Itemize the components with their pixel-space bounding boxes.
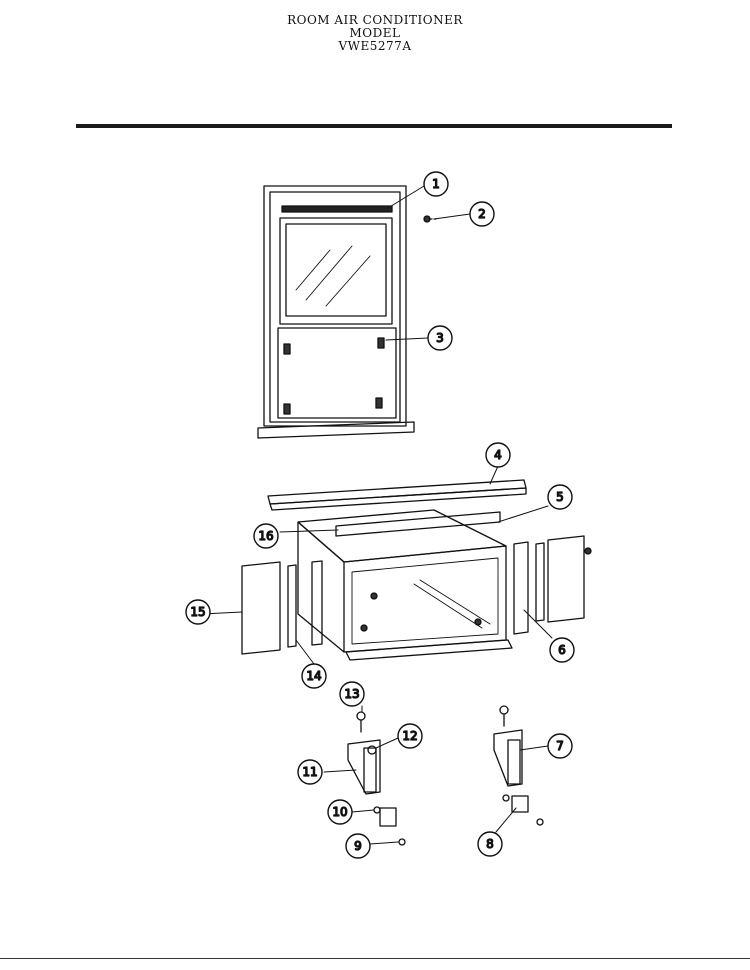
callout-6: 6	[549, 637, 575, 663]
callout-14: 14	[301, 663, 327, 689]
callout-16: 16	[253, 523, 279, 549]
sleeve-inner-opening	[351, 557, 499, 645]
bottom-rail	[345, 639, 513, 661]
top-rail-part-4	[267, 479, 527, 505]
svg-text:7: 7	[556, 739, 564, 753]
cabinet-assembly	[241, 479, 592, 661]
right-curtain-channel-6	[513, 541, 529, 635]
bracket-screw	[536, 818, 544, 826]
leader-lines	[201, 185, 553, 845]
screw-9	[398, 838, 406, 846]
left-curtain-channel	[311, 560, 323, 646]
svg-text:5: 5	[556, 490, 564, 504]
svg-text:14: 14	[306, 669, 321, 683]
svg-text:16: 16	[258, 529, 273, 543]
callout-2: 2	[469, 201, 495, 227]
window-assembly	[257, 185, 439, 439]
title-line-2: MODEL	[349, 26, 401, 40]
bracket-screw	[499, 705, 509, 715]
callout-3: 3	[427, 325, 453, 351]
callout-13: 13	[339, 681, 365, 707]
angle-part-5	[335, 511, 501, 537]
window-sill	[257, 421, 415, 439]
callout-12: 12	[397, 723, 423, 749]
screw-13	[356, 711, 366, 721]
upper-glass	[285, 223, 387, 317]
callout-11: 11	[297, 759, 323, 785]
callout-10: 10	[327, 799, 353, 825]
bracket-slot	[363, 747, 377, 793]
svg-text:15: 15	[190, 605, 205, 619]
sash-bracket	[283, 403, 291, 415]
svg-text:8: 8	[486, 837, 494, 851]
clip-plate-8	[511, 795, 529, 813]
svg-text:10: 10	[332, 805, 347, 819]
left-curtain-frame-14	[287, 564, 297, 648]
sash-bracket	[375, 397, 383, 409]
sleeve-screw	[370, 592, 378, 600]
right-curtain-panel	[547, 535, 585, 623]
svg-text:2: 2	[478, 207, 486, 221]
left-curtain-panel-15	[241, 561, 281, 655]
nut-10	[373, 806, 381, 814]
callout-9: 9	[345, 833, 371, 859]
sash-bracket	[377, 337, 385, 349]
svg-text:9: 9	[354, 839, 362, 853]
glass-reflection	[305, 245, 353, 301]
sleeve-left-side	[297, 521, 345, 653]
svg-text:11: 11	[302, 765, 317, 779]
title-line-1: ROOM AIR CONDITIONER	[287, 13, 463, 27]
callout-15: 15	[185, 599, 211, 625]
sash-bracket	[283, 343, 291, 355]
support-bracket-left	[347, 711, 406, 846]
window-outer-frame	[263, 185, 407, 427]
screw-part-2	[423, 215, 431, 223]
clip-plate	[379, 807, 397, 827]
curtain-screw	[584, 547, 592, 555]
bracket-arm-11	[347, 739, 381, 795]
svg-text:12: 12	[402, 729, 417, 743]
callout-5: 5	[547, 484, 573, 510]
svg-text:13: 13	[344, 687, 359, 701]
sleeve-screw	[360, 624, 368, 632]
glass-reflection	[295, 249, 331, 291]
support-bracket-right	[493, 705, 544, 826]
right-curtain-frame	[535, 542, 545, 622]
top-seal-strip	[281, 205, 393, 213]
washer-12	[367, 745, 377, 755]
bracket-arm-7	[493, 729, 523, 787]
callout-1: 1	[423, 171, 449, 197]
top-rail-underside	[269, 487, 527, 511]
svg-text:6: 6	[558, 643, 566, 657]
glass-reflection	[325, 255, 371, 307]
sleeve-top	[297, 509, 507, 563]
svg-text:1: 1	[432, 177, 440, 191]
upper-sash	[279, 217, 393, 325]
svg-text:3: 3	[436, 331, 444, 345]
bracket-nut	[502, 794, 510, 802]
lower-sash-panel	[277, 327, 397, 419]
svg-text:4: 4	[494, 448, 502, 462]
callout-4: 4	[485, 442, 511, 468]
bracket-slot	[507, 739, 521, 785]
footer-rule	[0, 958, 750, 959]
window-inner-frame	[269, 191, 401, 423]
header-rule	[76, 124, 672, 128]
title-block: ROOM AIR CONDITIONER MODEL VWE5277A	[0, 14, 750, 53]
sleeve-screw	[474, 618, 482, 626]
sleeve-front-opening	[343, 545, 507, 653]
title-line-3: VWE5277A	[338, 39, 412, 53]
callout-8: 8	[477, 831, 503, 857]
callout-7: 7	[547, 733, 573, 759]
